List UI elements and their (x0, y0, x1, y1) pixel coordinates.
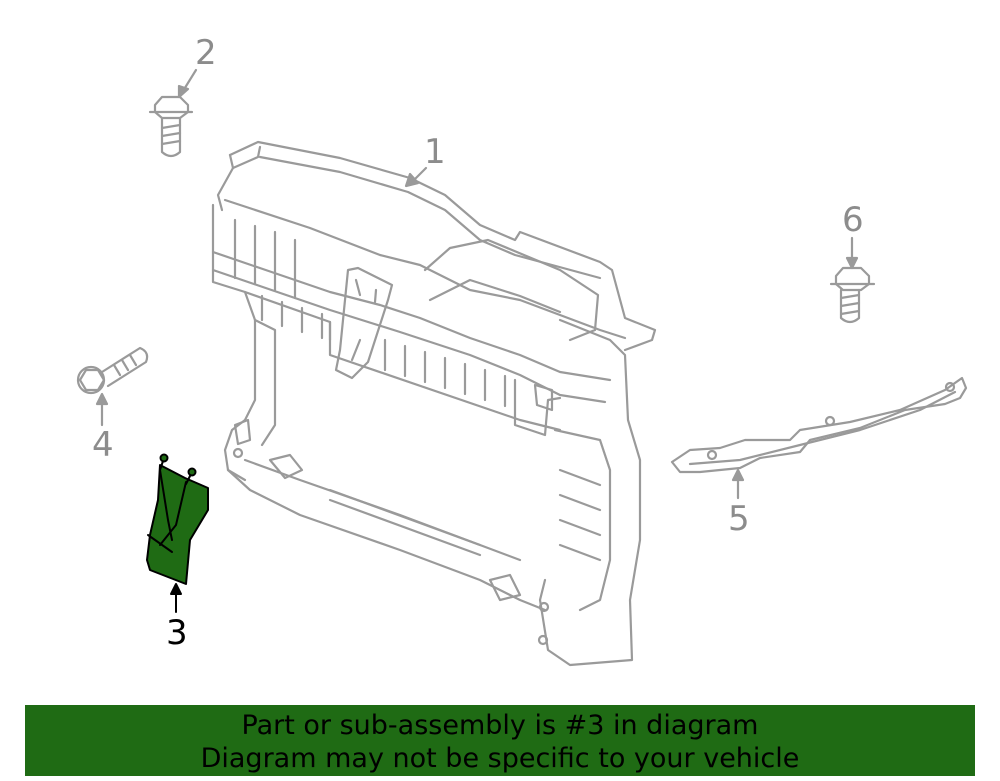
info-banner: Part or sub-assembly is #3 in diagram Di… (25, 705, 975, 776)
banner-line-1: Part or sub-assembly is #3 in diagram (241, 710, 759, 741)
callout-6: 6 (842, 200, 864, 240)
callout-4: 4 (92, 425, 114, 465)
leader-arrows (95, 68, 859, 500)
part-6-bolt (829, 266, 876, 324)
part-4-bolt (76, 346, 149, 395)
callout-2: 2 (195, 33, 217, 73)
callout-3: 3 (166, 613, 188, 653)
part-1-radiator-support (211, 140, 657, 667)
parts-diagram (76, 68, 968, 667)
part-3-bracket-highlight (146, 453, 209, 613)
part-5-brace (670, 376, 968, 474)
part-2-bolt (148, 95, 194, 158)
callout-1: 1 (424, 132, 446, 172)
banner-line-2: Diagram may not be specific to your vehi… (200, 743, 800, 774)
callout-5: 5 (728, 499, 750, 539)
